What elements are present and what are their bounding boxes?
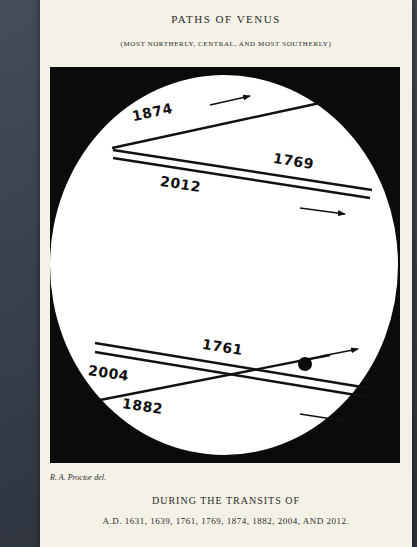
credit-note: R. A. Proctor del.	[50, 474, 106, 483]
figure-title: PATHS OF VENUS	[171, 13, 281, 25]
figure-caption: DURING THE TRANSITS OF	[152, 495, 300, 506]
black-frame	[50, 67, 400, 463]
venus-dot	[298, 357, 312, 371]
caption-dates: A.D. 1631, 1639, 1761, 1769, 1874, 1882,…	[103, 517, 350, 527]
transit-paths	[95, 103, 372, 400]
figure-subtitle: (MOST NORTHERLY, CENTRAL, AND MOST SOUTH…	[121, 41, 332, 49]
direction-arrows	[210, 96, 358, 421]
sun-disc	[50, 75, 398, 455]
